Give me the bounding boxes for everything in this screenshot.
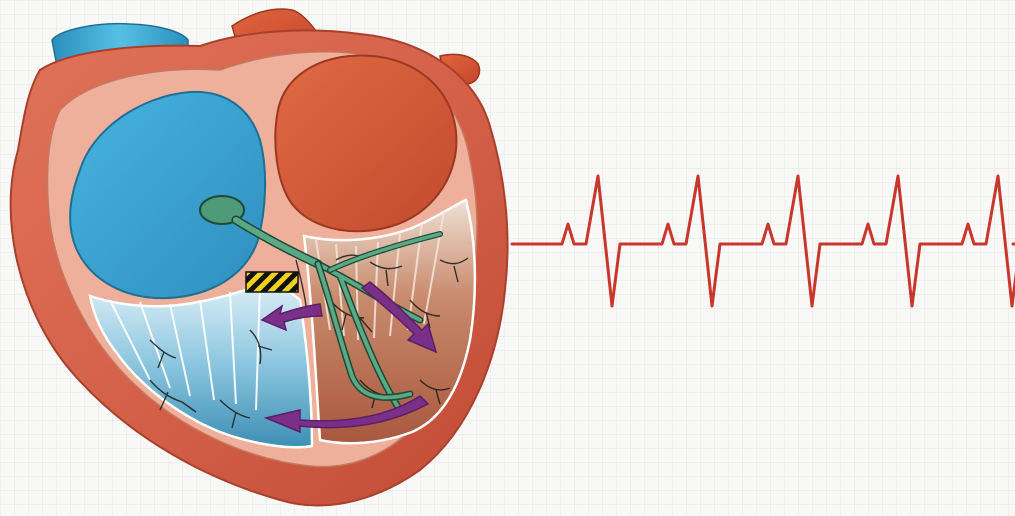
left-atrium (275, 55, 456, 231)
hatched-block-icon (246, 272, 298, 292)
ecg-trace (512, 176, 1015, 306)
